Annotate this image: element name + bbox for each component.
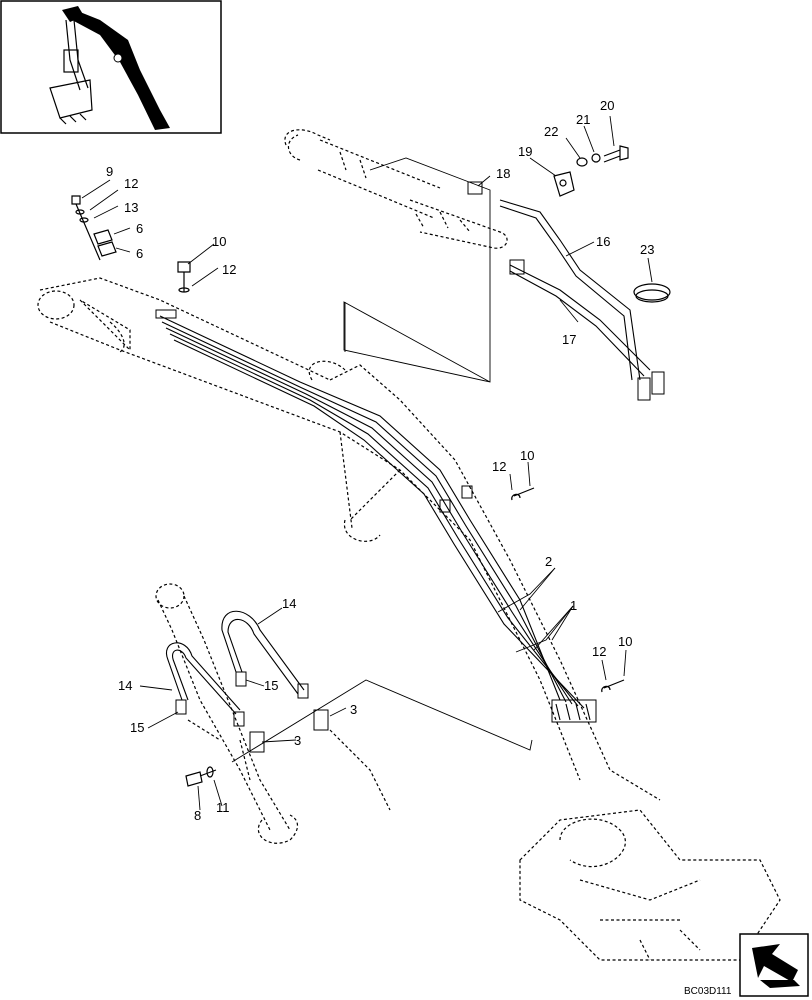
callout-12: 12 bbox=[124, 176, 138, 191]
callout-8: 8 bbox=[194, 808, 201, 823]
callout-19: 19 bbox=[518, 144, 532, 159]
callout-10: 10 bbox=[212, 234, 226, 249]
callout-1: 1 bbox=[570, 598, 577, 613]
callout-6: 6 bbox=[136, 221, 143, 236]
callout-3: 3 bbox=[294, 733, 301, 748]
callout-6: 6 bbox=[136, 246, 143, 261]
callout-15: 15 bbox=[130, 720, 144, 735]
callout-17: 17 bbox=[562, 332, 576, 347]
arrow-corner-icon[interactable] bbox=[739, 933, 809, 997]
callout-13: 13 bbox=[124, 200, 138, 215]
callout-15: 15 bbox=[264, 678, 278, 693]
boom-tube-bundle bbox=[155, 309, 597, 723]
callout-10: 10 bbox=[618, 634, 632, 649]
callout-20: 20 bbox=[600, 98, 614, 113]
boom-outline bbox=[37, 277, 781, 961]
hardware bbox=[71, 195, 625, 787]
leader-lines bbox=[81, 115, 653, 811]
arm-hoses bbox=[467, 145, 671, 401]
callout-12: 12 bbox=[222, 262, 236, 277]
bucket-cylinder-outline bbox=[155, 583, 391, 844]
callout-22: 22 bbox=[544, 124, 558, 139]
callout-16: 16 bbox=[596, 234, 610, 249]
arm-cylinder-outline bbox=[284, 129, 508, 249]
callout-11: 11 bbox=[216, 800, 230, 815]
callout-3: 3 bbox=[350, 702, 357, 717]
thumbnail-inset bbox=[0, 0, 222, 134]
excavator-arm-thumbnail bbox=[49, 6, 170, 130]
callout-9: 9 bbox=[106, 164, 113, 179]
callout-21: 21 bbox=[576, 112, 590, 127]
callout-18: 18 bbox=[496, 166, 510, 181]
callout-12: 12 bbox=[592, 644, 606, 659]
callout-14: 14 bbox=[282, 596, 296, 611]
reference-lines bbox=[231, 157, 533, 763]
bucket-hoses bbox=[165, 610, 329, 753]
drawing-code: BC03D111 bbox=[684, 986, 732, 997]
callout-labels: 1 2 3 3 6 6 8 9 10 10 10 11 12 12 12 12 … bbox=[106, 98, 654, 823]
callout-14: 14 bbox=[118, 678, 132, 693]
callout-23: 23 bbox=[640, 242, 654, 257]
callout-12: 12 bbox=[492, 459, 506, 474]
callout-2: 2 bbox=[545, 554, 552, 569]
callout-10: 10 bbox=[520, 448, 534, 463]
